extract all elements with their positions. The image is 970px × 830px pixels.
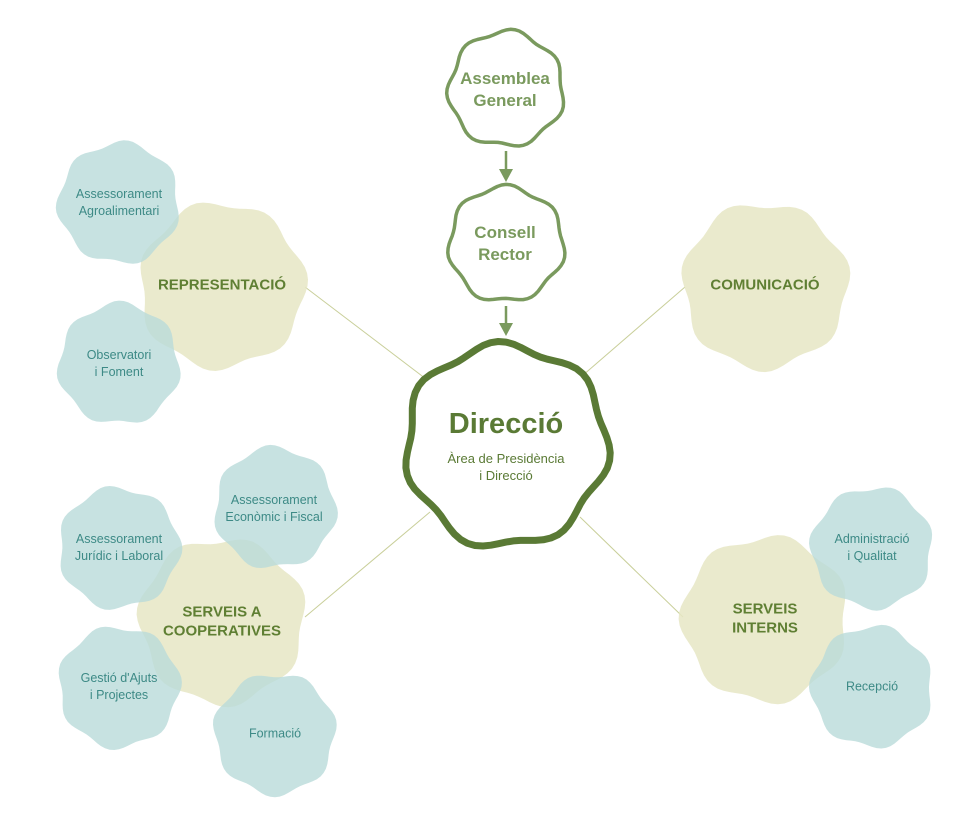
sub-shape-recepcio — [809, 624, 931, 749]
sub-gestio-ajuts-line1: Gestió d'Ajuts — [80, 671, 158, 686]
sub-shape-assessorament-agro — [55, 140, 179, 264]
node-shape-direccio — [402, 338, 614, 550]
sub-observatori-foment[interactable]: Observatori i Foment — [87, 347, 152, 381]
area-shape-comunicacio — [681, 205, 851, 373]
node-shape-assemblea — [444, 27, 566, 148]
sub-shape-administracio — [809, 487, 933, 611]
sub-shape-assessorament-juridic — [60, 486, 183, 610]
sub-administracio-qualitat[interactable]: Administració i Qualitat — [834, 531, 909, 565]
sub-assessorament-juridic-laboral[interactable]: Assessorament Jurídic i Laboral — [75, 531, 163, 565]
arrow-head-assembly-council — [499, 169, 513, 182]
connector-representacio — [304, 286, 431, 383]
area-representacio[interactable]: REPRESENTACIÓ — [158, 277, 286, 296]
sub-assessorament-economic-line1: Assessorament — [230, 493, 318, 508]
direccio-subtitle: Àrea de Presidència i Direcció — [447, 450, 564, 485]
area-serveis-cooperatives[interactable]: SERVEIS A COOPERATIVES — [163, 603, 281, 641]
consell-line1: Consell — [474, 222, 536, 242]
sub-gestio-ajuts-projectes[interactable]: Gestió d'Ajuts i Projectes — [81, 670, 158, 704]
node-shape-consell — [446, 182, 567, 302]
node-direccio[interactable]: Direcció Àrea de Presidència i Direcció — [447, 407, 564, 485]
node-consell-rector[interactable]: Consell Rector — [474, 222, 535, 266]
area-serveis-interns-line1: SERVEIS — [732, 600, 798, 618]
direccio-title: Direcció — [448, 408, 564, 441]
sub-shape-assessorament-economic — [214, 444, 338, 568]
area-comunicacio[interactable]: COMUNICACIÓ — [710, 277, 819, 296]
connector-serveis-cooperatives — [304, 511, 431, 618]
connector-serveis-interns — [579, 516, 684, 618]
sub-assessorament-economic-line2: Econòmic i Fiscal — [225, 510, 323, 524]
node-shapes — [55, 27, 933, 798]
area-serveis-interns-line2: INTERNS — [732, 619, 798, 636]
sub-shape-gestio-ajuts — [58, 626, 182, 750]
sub-assessorament-agro-line1: Assessorament — [75, 187, 163, 202]
area-comunicacio-label: COMUNICACIÓ — [710, 276, 820, 294]
sub-observatori-line2: i Foment — [94, 365, 144, 379]
direccio-subtitle-line1: Àrea de Presidència — [447, 450, 565, 466]
area-serveis-cooperatives-line2: COOPERATIVES — [162, 622, 282, 639]
sub-administracio-line1: Administració — [834, 532, 910, 547]
sub-recepcio-label: Recepció — [845, 679, 899, 694]
sub-assessorament-agro-line2: Agroalimentari — [78, 204, 160, 218]
arrow-head-council-direccio — [499, 323, 513, 336]
area-shape-serveis-interns — [678, 535, 846, 705]
sub-formacio-label: Formació — [248, 726, 302, 741]
sub-assessorament-economic-fiscal[interactable]: Assessorament Econòmic i Fiscal — [225, 492, 322, 526]
sub-assessorament-juridic-line2: Jurídic i Laboral — [74, 549, 164, 563]
sub-assessorament-juridic-line1: Assessorament — [75, 532, 163, 547]
area-shape-serveis-cooperatives — [136, 539, 306, 708]
sub-shape-formacio — [213, 675, 337, 798]
area-representacio-label: REPRESENTACIÓ — [157, 276, 287, 294]
sub-assessorament-agroalimentari[interactable]: Assessorament Agroalimentari — [76, 186, 162, 220]
consell-line2: Rector — [478, 245, 532, 264]
sub-administracio-line2: i Qualitat — [847, 549, 897, 563]
area-shape-representacio — [140, 202, 308, 371]
sub-recepcio[interactable]: Recepció — [846, 679, 898, 696]
area-serveis-cooperatives-line1: SERVEIS A — [182, 603, 262, 621]
node-assemblea-general[interactable]: Assemblea General — [460, 68, 550, 112]
governance-arrows — [499, 151, 513, 336]
connector-comunicacio — [581, 286, 686, 377]
sub-formacio[interactable]: Formació — [249, 726, 301, 743]
assemblea-line1: Assemblea — [460, 68, 550, 88]
sub-shape-observatori — [56, 300, 181, 423]
sub-observatori-line1: Observatori — [86, 348, 152, 363]
sub-gestio-ajuts-line2: i Projectes — [89, 688, 149, 702]
area-serveis-interns[interactable]: SERVEIS INTERNS — [732, 600, 798, 638]
direccio-subtitle-line2: i Direcció — [479, 468, 533, 484]
connector-lines — [304, 286, 686, 618]
assemblea-line2: General — [473, 91, 537, 110]
